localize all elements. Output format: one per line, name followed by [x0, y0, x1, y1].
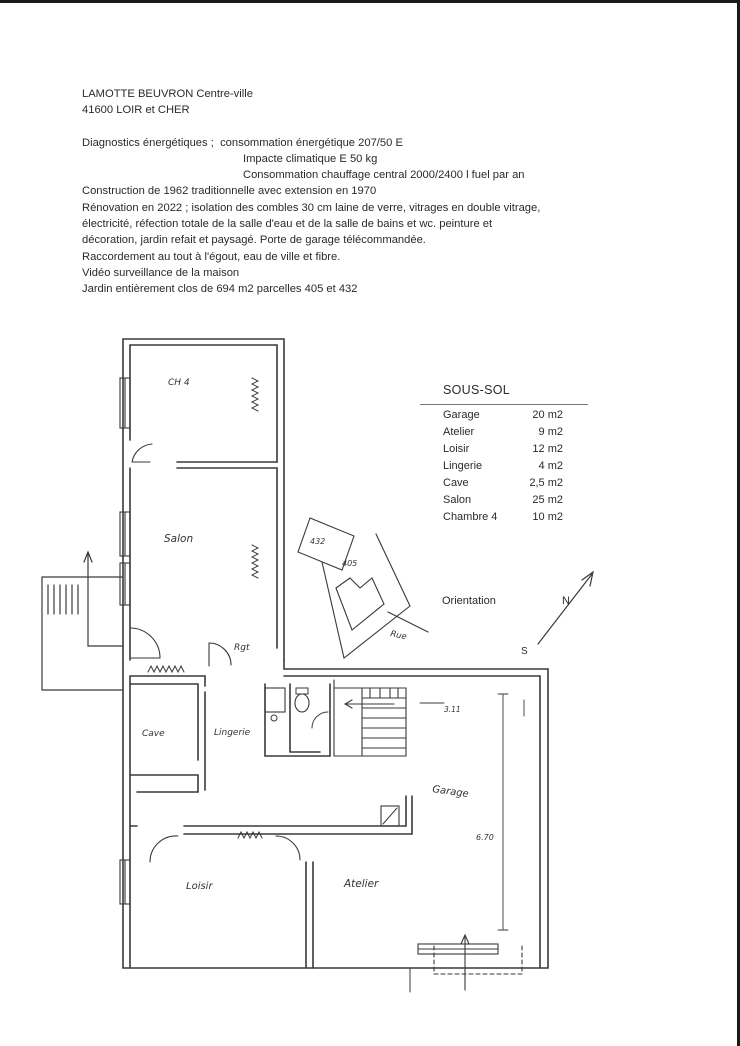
label-rgt: Rgt: [234, 643, 250, 653]
room-area: 10 m2: [532, 511, 563, 523]
construction-line: Construction de 1962 traditionnelle avec…: [82, 185, 377, 198]
table-row: Chambre 4 10 m2: [443, 509, 563, 526]
surface-table: Garage 20 m2 Atelier 9 m2 Loisir 12 m2 L…: [443, 407, 563, 526]
diagnostics-line: Diagnostics énergétiques ; consommation …: [82, 135, 702, 151]
room-name: Loisir: [443, 443, 470, 455]
label-cave: Cave: [142, 729, 165, 739]
room-area: 4 m2: [538, 460, 563, 472]
climate-impact: Impacte climatique E 50 kg: [243, 152, 378, 165]
room-area: 20 m2: [532, 409, 563, 421]
room-name: Garage: [443, 409, 480, 421]
table-row: Salon 25 m2: [443, 492, 563, 509]
room-area: 9 m2: [538, 426, 563, 438]
label-ch4: CH 4: [168, 378, 190, 388]
windows: [119, 377, 499, 955]
renovation-line-2: électricité, réfection totale de la sall…: [82, 218, 493, 231]
room-name: Lingerie: [443, 460, 483, 472]
door-atelier: [275, 835, 301, 861]
door-ch4: [131, 443, 153, 463]
label-lingerie: Lingerie: [214, 728, 251, 738]
room-name: Chambre 4: [443, 511, 498, 523]
south-label: S: [521, 646, 528, 657]
garage-door: [433, 945, 523, 975]
label-garage: Garage: [432, 784, 470, 800]
listing-description: LAMOTTE BEUVRON Centre-ville 41600 LOIR …: [82, 86, 702, 298]
toilet-icon: [294, 693, 310, 713]
table-row: Garage 20 m2: [443, 407, 563, 424]
table-row: Lingerie 4 m2: [443, 458, 563, 475]
label-stair-dimension: 3.11: [444, 705, 461, 714]
wall-cave: [129, 683, 199, 793]
wall-ch4-inner: [129, 344, 278, 463]
label-parcel-405: 405: [342, 559, 357, 568]
north-label: N: [562, 595, 570, 607]
surface-table-title: SOUS-SOL: [443, 383, 510, 397]
heating-consumption: Consommation chauffage central 2000/2400…: [243, 169, 525, 182]
label-loisir: Loisir: [186, 881, 213, 892]
room-name: Salon: [443, 494, 472, 506]
staircase: [333, 679, 407, 757]
door-loisir: [149, 835, 179, 863]
surface-table-rule: [420, 404, 588, 405]
connection-line: Raccordement au tout à l'égout, eau de v…: [82, 250, 341, 263]
scan-border-top: [0, 0, 740, 3]
door-salon: [129, 627, 161, 659]
wall-lingerie: [264, 683, 331, 757]
energy-consumption: consommation énergétique 207/50 E: [220, 136, 403, 149]
table-row: Cave 2,5 m2: [443, 475, 563, 492]
orientation-label: Orientation: [442, 595, 496, 607]
video-line: Vidéo surveillance de la maison: [82, 266, 240, 279]
garden-line: Jardin entièrement clos de 694 m2 parcel…: [82, 283, 358, 296]
renovation-line-3: décoration, jardin refait et paysagé. Po…: [82, 234, 426, 247]
label-garage-dimension: 6.70: [476, 833, 494, 842]
room-area: 12 m2: [532, 443, 563, 455]
table-row: Atelier 9 m2: [443, 424, 563, 441]
label-salon: Salon: [164, 533, 193, 545]
table-row: Loisir 12 m2: [443, 441, 563, 458]
label-atelier: Atelier: [343, 878, 379, 890]
exterior-stairs: [41, 550, 124, 691]
renovation-line-1: Rénovation en 2022 ; isolation des combl…: [82, 201, 541, 214]
postal-line: 41600 LOIR et CHER: [82, 104, 190, 117]
room-name: Cave: [443, 477, 469, 489]
boiler-icon: [380, 805, 400, 827]
parcel-sketch: [297, 517, 429, 659]
compass-arrow-icon: [537, 570, 594, 645]
diagnostics-label: Diagnostics énergétiques ;: [82, 136, 214, 149]
room-area: 2,5 m2: [529, 477, 563, 489]
door-rgt: [208, 642, 232, 667]
wall-loisir-atelier: [305, 861, 314, 969]
wall-upper-right: [122, 338, 285, 661]
room-area: 25 m2: [532, 494, 563, 506]
room-name: Atelier: [443, 426, 475, 438]
wall-lower-outer: [122, 659, 549, 969]
label-parcel-432: 432: [310, 537, 325, 546]
location-line: LAMOTTE BEUVRON Centre-ville: [82, 88, 253, 100]
scan-border-right: [737, 0, 740, 1046]
label-street: Rue: [389, 629, 407, 642]
wall-corridor: [183, 795, 407, 827]
